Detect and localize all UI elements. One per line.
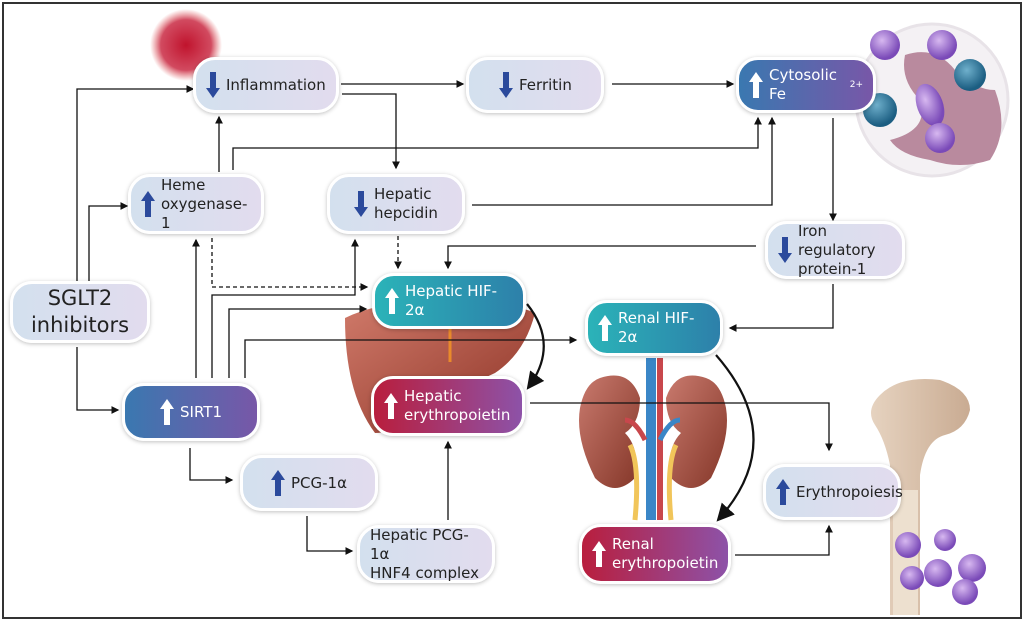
kidneys-illustration: [579, 358, 727, 521]
connector-pcg1a-to-complex: [306, 516, 354, 555]
node-hepatic-complex-label: Hepatic PCG-1α HNF4 complex: [370, 525, 480, 582]
connector-sglt2-to-inflammation: [76, 85, 195, 285]
up-arrow-icon: [776, 479, 790, 505]
node-hepatic-hepcidin[interactable]: Hepatic hepcidin: [327, 174, 465, 234]
down-arrow-icon: [206, 72, 220, 98]
node-heme-oxygenase[interactable]: Heme oxygenase-1: [128, 174, 264, 234]
node-pcg1a[interactable]: PCG-1α: [240, 455, 378, 511]
node-erythropoiesis[interactable]: Erythropoiesis: [763, 464, 903, 520]
down-arrow-icon: [778, 237, 792, 263]
iron-cells-illustration: [854, 22, 1010, 178]
up-arrow-icon: [598, 315, 612, 341]
connector-sirt1-to-pcg1a: [189, 448, 234, 484]
connector-inflammation-to-hepcidin: [342, 93, 400, 170]
connectors: [76, 80, 837, 556]
connector-hepatic-hif-to-hepatic-epo: [526, 303, 545, 390]
node-renal-hif[interactable]: Renal HIF-2α: [585, 300, 723, 356]
node-renal-erythropoietin[interactable]: Renal erythropoietin: [579, 524, 731, 584]
connector-hepcidin-to-cytosolic: [472, 116, 776, 206]
down-arrow-icon: [499, 72, 513, 98]
node-hepatic-pcg1a-hnf4-complex[interactable]: Hepatic PCG-1α HNF4 complex: [357, 525, 495, 583]
node-ferritin-label: Ferritin: [519, 75, 572, 94]
node-hepatic-epo-label: Hepatic erythropoietin: [404, 387, 511, 424]
down-arrow-icon: [354, 191, 368, 217]
connector-sglt2-to-sirt1: [76, 347, 120, 414]
node-ferritin[interactable]: Ferritin: [466, 57, 604, 113]
up-arrow-icon: [384, 393, 398, 419]
node-hepatic-hif[interactable]: Hepatic HIF-2α: [372, 273, 526, 329]
connector-sirt1-to-hepcidin: [211, 238, 359, 378]
node-erythropoiesis-label: Erythropoiesis: [796, 482, 903, 501]
node-inflammation-label: Inflammation: [226, 75, 326, 94]
node-heme-oxygenase-label: Heme oxygenase-1: [161, 175, 248, 232]
node-cytosolic-fe[interactable]: Cytosolic Fe 2+: [736, 57, 876, 113]
connector-hepatic-epo-to-erythropoiesis: [530, 402, 833, 452]
connector-sirt1-to-renal-hif: [244, 336, 578, 378]
up-arrow-icon: [271, 470, 285, 496]
connector-irp1-to-hepatic-hif: [444, 245, 756, 270]
connector-heme-to-cytosolic: [232, 116, 762, 170]
node-hepatic-hif-label: Hepatic HIF-2α: [405, 282, 498, 319]
node-sglt2-label: SGLT2 inhibitors: [30, 286, 130, 337]
node-sirt1[interactable]: SIRT1: [122, 383, 260, 441]
connector-renal-hif-to-renal-epo: [715, 354, 755, 522]
connector-heme-to-hepatic-hif-dashed: [211, 238, 369, 291]
up-arrow-icon: [160, 399, 174, 425]
node-hepatic-hepcidin-label: Hepatic hepcidin: [374, 185, 438, 222]
node-sglt2-inhibitors[interactable]: SGLT2 inhibitors: [10, 281, 150, 343]
node-renal-epo-label: Renal erythropoietin: [612, 535, 719, 572]
node-inflammation[interactable]: Inflammation: [193, 57, 339, 113]
node-cytosolic-fe-label: Cytosolic Fe: [769, 66, 837, 103]
node-iron-regulatory-protein[interactable]: Iron regulatory protein-1: [765, 221, 905, 279]
node-sirt1-label: SIRT1: [180, 402, 222, 421]
node-cytosolic-fe-superscript: 2+: [849, 79, 863, 90]
connector-irp1-to-renal-hif: [728, 284, 834, 332]
up-arrow-icon: [749, 72, 763, 98]
connector-sirt1-to-hepatic-hif: [228, 305, 368, 378]
connector-sglt2-to-heme: [88, 202, 129, 285]
red-blood-cell-precursors-illustration: [895, 529, 986, 605]
up-arrow-icon: [592, 541, 606, 567]
node-hepatic-erythropoietin[interactable]: Hepatic erythropoietin: [371, 376, 525, 436]
node-renal-hif-label: Renal HIF-2α: [618, 309, 695, 346]
up-arrow-icon: [141, 191, 155, 217]
up-arrow-icon: [385, 288, 399, 314]
node-pcg1a-label: PCG-1α: [291, 473, 347, 492]
node-iron-regulatory-label: Iron regulatory protein-1: [798, 221, 876, 278]
connector-renal-epo-to-erythropoiesis: [735, 524, 833, 556]
